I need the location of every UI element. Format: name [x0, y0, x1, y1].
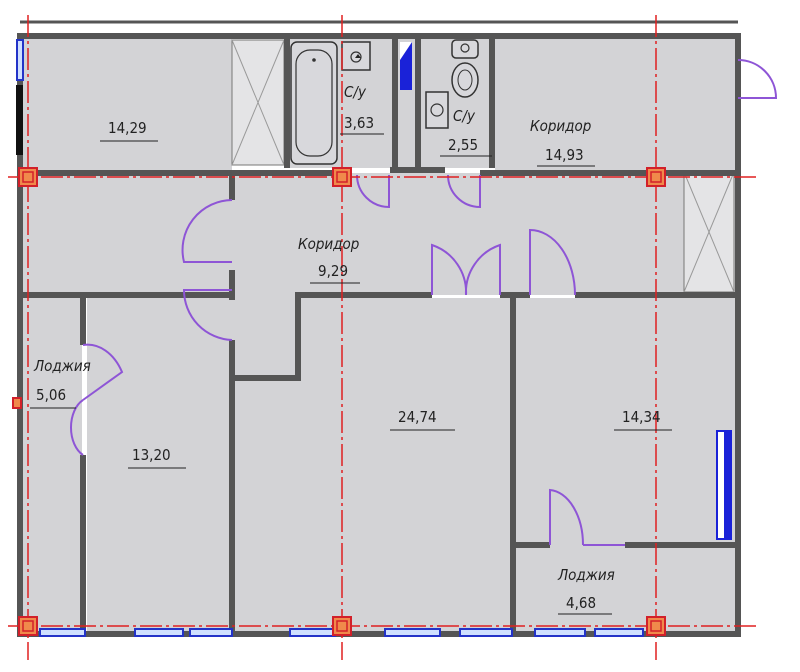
- room-top-left-fill: [22, 38, 232, 173]
- loggia-left-area: 5,06: [36, 386, 66, 404]
- corridor-top-right-fill: [495, 38, 735, 173]
- room-top-left-area: 14,29: [108, 119, 147, 137]
- loggia-left-door-swing: [82, 343, 124, 401]
- loggia-bottom-right-label: Лоджия: [557, 566, 615, 584]
- window-bottom-3: [189, 628, 233, 637]
- corridor-center-area: 9,29: [318, 262, 348, 280]
- left-upper-door-swing: [181, 199, 233, 263]
- bath2-door-swing: [447, 174, 481, 209]
- corridor-center-fill: [232, 173, 735, 295]
- room-right-area: 14,34: [622, 408, 661, 426]
- loggia-left-door-swing-b: [69, 399, 84, 456]
- room-left-fill: [87, 295, 232, 632]
- right-room-door-swing: [529, 228, 576, 296]
- room-center-area: 24,74: [398, 408, 437, 426]
- center-door-swing-b: [464, 243, 501, 296]
- bathtub: [290, 41, 338, 165]
- bathroom-2-area: 2,55: [448, 136, 478, 154]
- windows: [16, 39, 644, 637]
- left-lower-door-swing: [182, 289, 233, 341]
- window-bottom-4: [289, 628, 336, 637]
- corridor-center-label: Коридор: [298, 235, 359, 253]
- entry-door-swing: [737, 59, 778, 99]
- bathroom-1-area: 3,63: [344, 114, 374, 132]
- outer-wall: [17, 33, 741, 637]
- room-labels: 14,29 С/у 3,63 С/у 2,55 Коридор 14,93 Ко…: [30, 83, 672, 615]
- room-center-fill: [235, 298, 513, 632]
- window-bottom-5: [384, 628, 441, 637]
- corridor-top-right-label: Коридор: [530, 117, 591, 135]
- bath1-door-swing: [356, 174, 390, 209]
- room-right-fill: [515, 298, 735, 543]
- window-bottom-7: [534, 628, 586, 637]
- axis-lines: [8, 15, 760, 660]
- door-swings: [69, 59, 778, 546]
- loggia-bottom-right-area: 4,68: [566, 594, 596, 612]
- washbasin-1: [341, 41, 371, 71]
- room-left-area: 13,20: [132, 446, 171, 464]
- window-bottom-8: [594, 628, 644, 637]
- axis-nodes: [12, 167, 666, 636]
- fixtures: [290, 39, 732, 540]
- window-left: [16, 39, 24, 81]
- loggia-right-door-swing: [549, 488, 585, 546]
- loggia-bottom-right-fill: [515, 543, 735, 632]
- corridor-top-right-area: 14,93: [545, 146, 584, 164]
- window-bottom-6: [459, 628, 513, 637]
- loggia-left-label: Лоджия: [33, 357, 91, 375]
- loggia-left-fill: [22, 295, 82, 632]
- bathroom-1-label: С/у: [344, 83, 367, 101]
- upper-left-zone-fill: [22, 173, 232, 293]
- toilet: [451, 62, 479, 98]
- ventilation-shafts: [231, 39, 735, 293]
- walls: [16, 20, 741, 637]
- washbasin-2: [425, 91, 449, 129]
- bathroom-2-label: С/у: [453, 107, 476, 125]
- window-bottom-2: [134, 628, 184, 637]
- window-bottom-1: [39, 628, 86, 637]
